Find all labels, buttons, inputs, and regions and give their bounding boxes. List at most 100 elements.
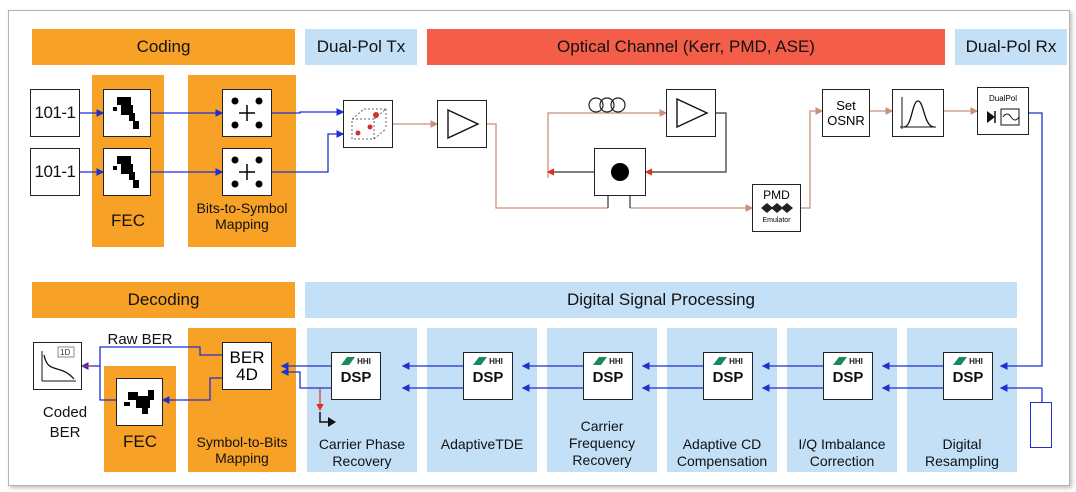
decoding-band: Decoding: [32, 282, 295, 318]
loop-switch-icon: [611, 163, 629, 181]
dualpol-tx-band: Dual-Pol Tx: [305, 29, 417, 65]
dsp-block-adaptive-tde[interactable]: HHI DSP: [463, 352, 513, 400]
pmd-emulator[interactable]: PMD Emulator: [752, 184, 801, 232]
dsp-stage-label: I/Q Imbalance Correction: [798, 436, 886, 469]
bit-source-2[interactable]: 101-1: [30, 148, 80, 196]
bits-to-symbol-1[interactable]: [222, 89, 272, 137]
constellation-icon: [231, 156, 263, 188]
fec-encoder-1[interactable]: [103, 89, 151, 137]
osnr-label-line2: OSNR: [827, 113, 865, 128]
set-osnr-block[interactable]: Set OSNR: [822, 89, 870, 137]
dualpol-rx-band: Dual-Pol Rx: [955, 29, 1067, 65]
hhi-logo: HHI: [953, 355, 983, 367]
booster-amplifier[interactable]: [437, 100, 487, 148]
receiver-tag: DualPol: [988, 93, 1017, 103]
mapping-label: Bits-to-Symbol Mapping: [196, 200, 288, 232]
dsp-block-label: DSP: [712, 369, 744, 386]
fec-pattern-icon: [113, 156, 139, 188]
dsp-block-resampling[interactable]: HHI DSP: [943, 352, 993, 400]
bit-source-label: 101-1: [34, 103, 76, 122]
amplifier-icon: [676, 97, 709, 129]
wire: [99, 366, 116, 401]
optical-filter[interactable]: [892, 89, 944, 137]
hhi-logo-icon: [593, 357, 608, 365]
coding-band: Coding: [32, 29, 295, 65]
ber-4d-block[interactable]: BER 4D: [222, 342, 272, 390]
dsp-stage-label: Carrier Frequency Recovery: [568, 418, 636, 468]
dsp-block-label: DSP: [952, 369, 984, 386]
pmd-title: PMD: [763, 188, 790, 202]
hhi-logo-icon: [341, 357, 356, 365]
ber-meter[interactable]: 1D: [33, 342, 82, 390]
ber-meter-tag: 1D: [60, 348, 70, 357]
wire: [644, 112, 727, 176]
fec-pattern-icon: [123, 390, 154, 414]
dsp-band-label: Digital Signal Processing: [566, 290, 756, 309]
loop-wires: [82, 112, 727, 412]
amplifier-icon: [447, 108, 480, 140]
fec-encoder-label: FEC: [111, 211, 145, 230]
dualpol-rx-band-label: Dual-Pol Rx: [965, 37, 1057, 56]
dsp-band: Digital Signal Processing: [305, 282, 1017, 318]
hhi-logo-text: HHI: [609, 356, 623, 366]
fec-decoder[interactable]: [116, 378, 163, 426]
bit-source-label: 101-1: [34, 162, 76, 181]
demapping-label: Symbol-to-Bits Mapping: [196, 434, 288, 466]
dualpol-tx-band-label: Dual-Pol Tx: [316, 37, 406, 56]
dsp-stage-label: Digital Resampling: [925, 436, 999, 469]
coded-ber-label: Coded BER: [42, 404, 88, 441]
wire: [272, 130, 345, 173]
wire: [547, 109, 668, 178]
hhi-logo-icon: [953, 357, 968, 365]
osnr-label-line1: Set: [836, 98, 856, 113]
coding-band-label: Coding: [136, 37, 191, 56]
dsp-stage-label: Adaptive CD Compensation: [676, 436, 768, 469]
optical-channel-band-label: Optical Channel (Kerr, PMD, ASE): [557, 37, 815, 56]
fec-pattern-icon: [113, 97, 139, 129]
hhi-logo-text: HHI: [849, 356, 863, 366]
photodiode-icon: [987, 108, 1020, 125]
filter-response-icon: [900, 97, 936, 129]
optical-wires: [393, 107, 979, 212]
loop-amplifier[interactable]: [666, 89, 716, 137]
hhi-logo-text: HHI: [357, 356, 371, 366]
optical-channel-band: Optical Channel (Kerr, PMD, ASE): [427, 29, 945, 65]
wire: [272, 108, 345, 116]
hhi-logo-text: HHI: [489, 356, 503, 366]
hhi-logo-icon: [833, 357, 848, 365]
dsp-stage-label: AdaptiveTDE: [440, 436, 524, 452]
hhi-logo: HHI: [341, 355, 371, 367]
hhi-logo-icon: [713, 357, 728, 365]
signal-input-terminal[interactable]: [1030, 402, 1052, 448]
dualpol-transmitter[interactable]: [343, 100, 393, 148]
dsp-block-carrier-frequency[interactable]: HHI DSP: [583, 352, 633, 400]
fiber-coil-icon: [588, 97, 626, 113]
wire: [280, 368, 331, 389]
hhi-logo: HHI: [833, 355, 863, 367]
fec-decoder-label: FEC: [123, 432, 157, 451]
hhi-logo-icon: [473, 357, 488, 365]
fec-encoder-2[interactable]: [103, 148, 151, 196]
dsp-block-cd-compensation[interactable]: HHI DSP: [703, 352, 753, 400]
wire: [999, 112, 1043, 370]
dsp-block-label: DSP: [592, 369, 624, 386]
bits-to-symbol-2[interactable]: [222, 148, 272, 196]
recirculating-loop-switch[interactable]: [594, 148, 646, 196]
ber-curve-icon: 1D: [41, 346, 76, 382]
wire: [161, 377, 222, 404]
hhi-logo: HHI: [713, 355, 743, 367]
decoding-band-label: Decoding: [127, 290, 200, 309]
bit-source-1[interactable]: 101-1: [30, 89, 80, 137]
constellation-icon: [231, 97, 263, 129]
hhi-logo: HHI: [593, 355, 623, 367]
ber4d-label-line1: BER: [229, 348, 265, 367]
dsp-stage-label: Carrier Phase Recovery: [318, 436, 406, 469]
wire: [801, 107, 824, 209]
dualpol-receiver[interactable]: DualPol: [977, 87, 1029, 135]
dsp-block-label: DSP: [472, 369, 504, 386]
wire: [487, 123, 608, 209]
